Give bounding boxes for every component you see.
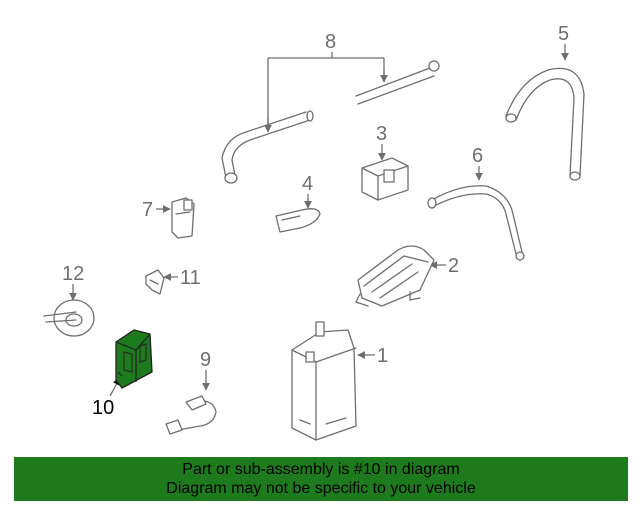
callout-10[interactable]: 10 xyxy=(92,377,121,419)
callout-4[interactable]: 4 xyxy=(302,173,313,209)
parts-diagram: 8 5 3 6 xyxy=(43,23,585,441)
callout-3-label: 3 xyxy=(376,123,387,145)
callout-11[interactable]: 11 xyxy=(163,267,201,289)
callout-8-label: 8 xyxy=(325,31,336,53)
callout-11-label: 11 xyxy=(180,267,201,289)
part-9-sensor[interactable] xyxy=(165,395,217,435)
callout-7-label: 7 xyxy=(142,199,153,221)
part-2-canister[interactable] xyxy=(355,245,435,307)
callout-3[interactable]: 3 xyxy=(376,123,387,161)
part-1-canister[interactable] xyxy=(291,321,357,441)
part-8-hose-left[interactable] xyxy=(221,110,314,184)
part-5-hose[interactable] xyxy=(505,67,585,181)
callout-1-label: 1 xyxy=(377,345,388,367)
callout-2[interactable]: 2 xyxy=(429,255,459,277)
part-3-valve-bracket[interactable] xyxy=(361,157,409,201)
part-11-clip[interactable] xyxy=(145,269,165,295)
callout-8[interactable]: 8 xyxy=(264,31,388,133)
banner-line-2: Diagram may not be specific to your vehi… xyxy=(166,480,476,497)
callout-12-label: 12 xyxy=(62,263,84,285)
info-banner: Part or sub-assembly is #10 in diagram D… xyxy=(14,457,628,501)
callout-4-label: 4 xyxy=(302,173,313,195)
callout-9[interactable]: 9 xyxy=(200,349,211,391)
callout-10-label: 10 xyxy=(92,397,114,419)
callout-8-bracket xyxy=(267,52,385,130)
callout-6[interactable]: 6 xyxy=(472,145,483,181)
callout-6-label: 6 xyxy=(472,145,483,167)
part-10-control-module[interactable] xyxy=(115,329,153,389)
part-12-cap[interactable] xyxy=(43,299,95,337)
part-4-clip[interactable] xyxy=(275,208,321,233)
part-6-hose[interactable] xyxy=(427,185,525,261)
part-8-hose-right[interactable] xyxy=(355,60,440,105)
banner-line-1: Part or sub-assembly is #10 in diagram xyxy=(182,461,460,478)
callout-1[interactable]: 1 xyxy=(357,345,388,367)
callout-5[interactable]: 5 xyxy=(558,23,569,61)
part-7-valve[interactable] xyxy=(171,197,195,239)
callout-7[interactable]: 7 xyxy=(142,199,171,221)
callout-12[interactable]: 12 xyxy=(62,263,84,301)
callout-5-label: 5 xyxy=(558,23,569,45)
callout-9-label: 9 xyxy=(200,349,211,371)
callout-2-label: 2 xyxy=(448,255,459,277)
